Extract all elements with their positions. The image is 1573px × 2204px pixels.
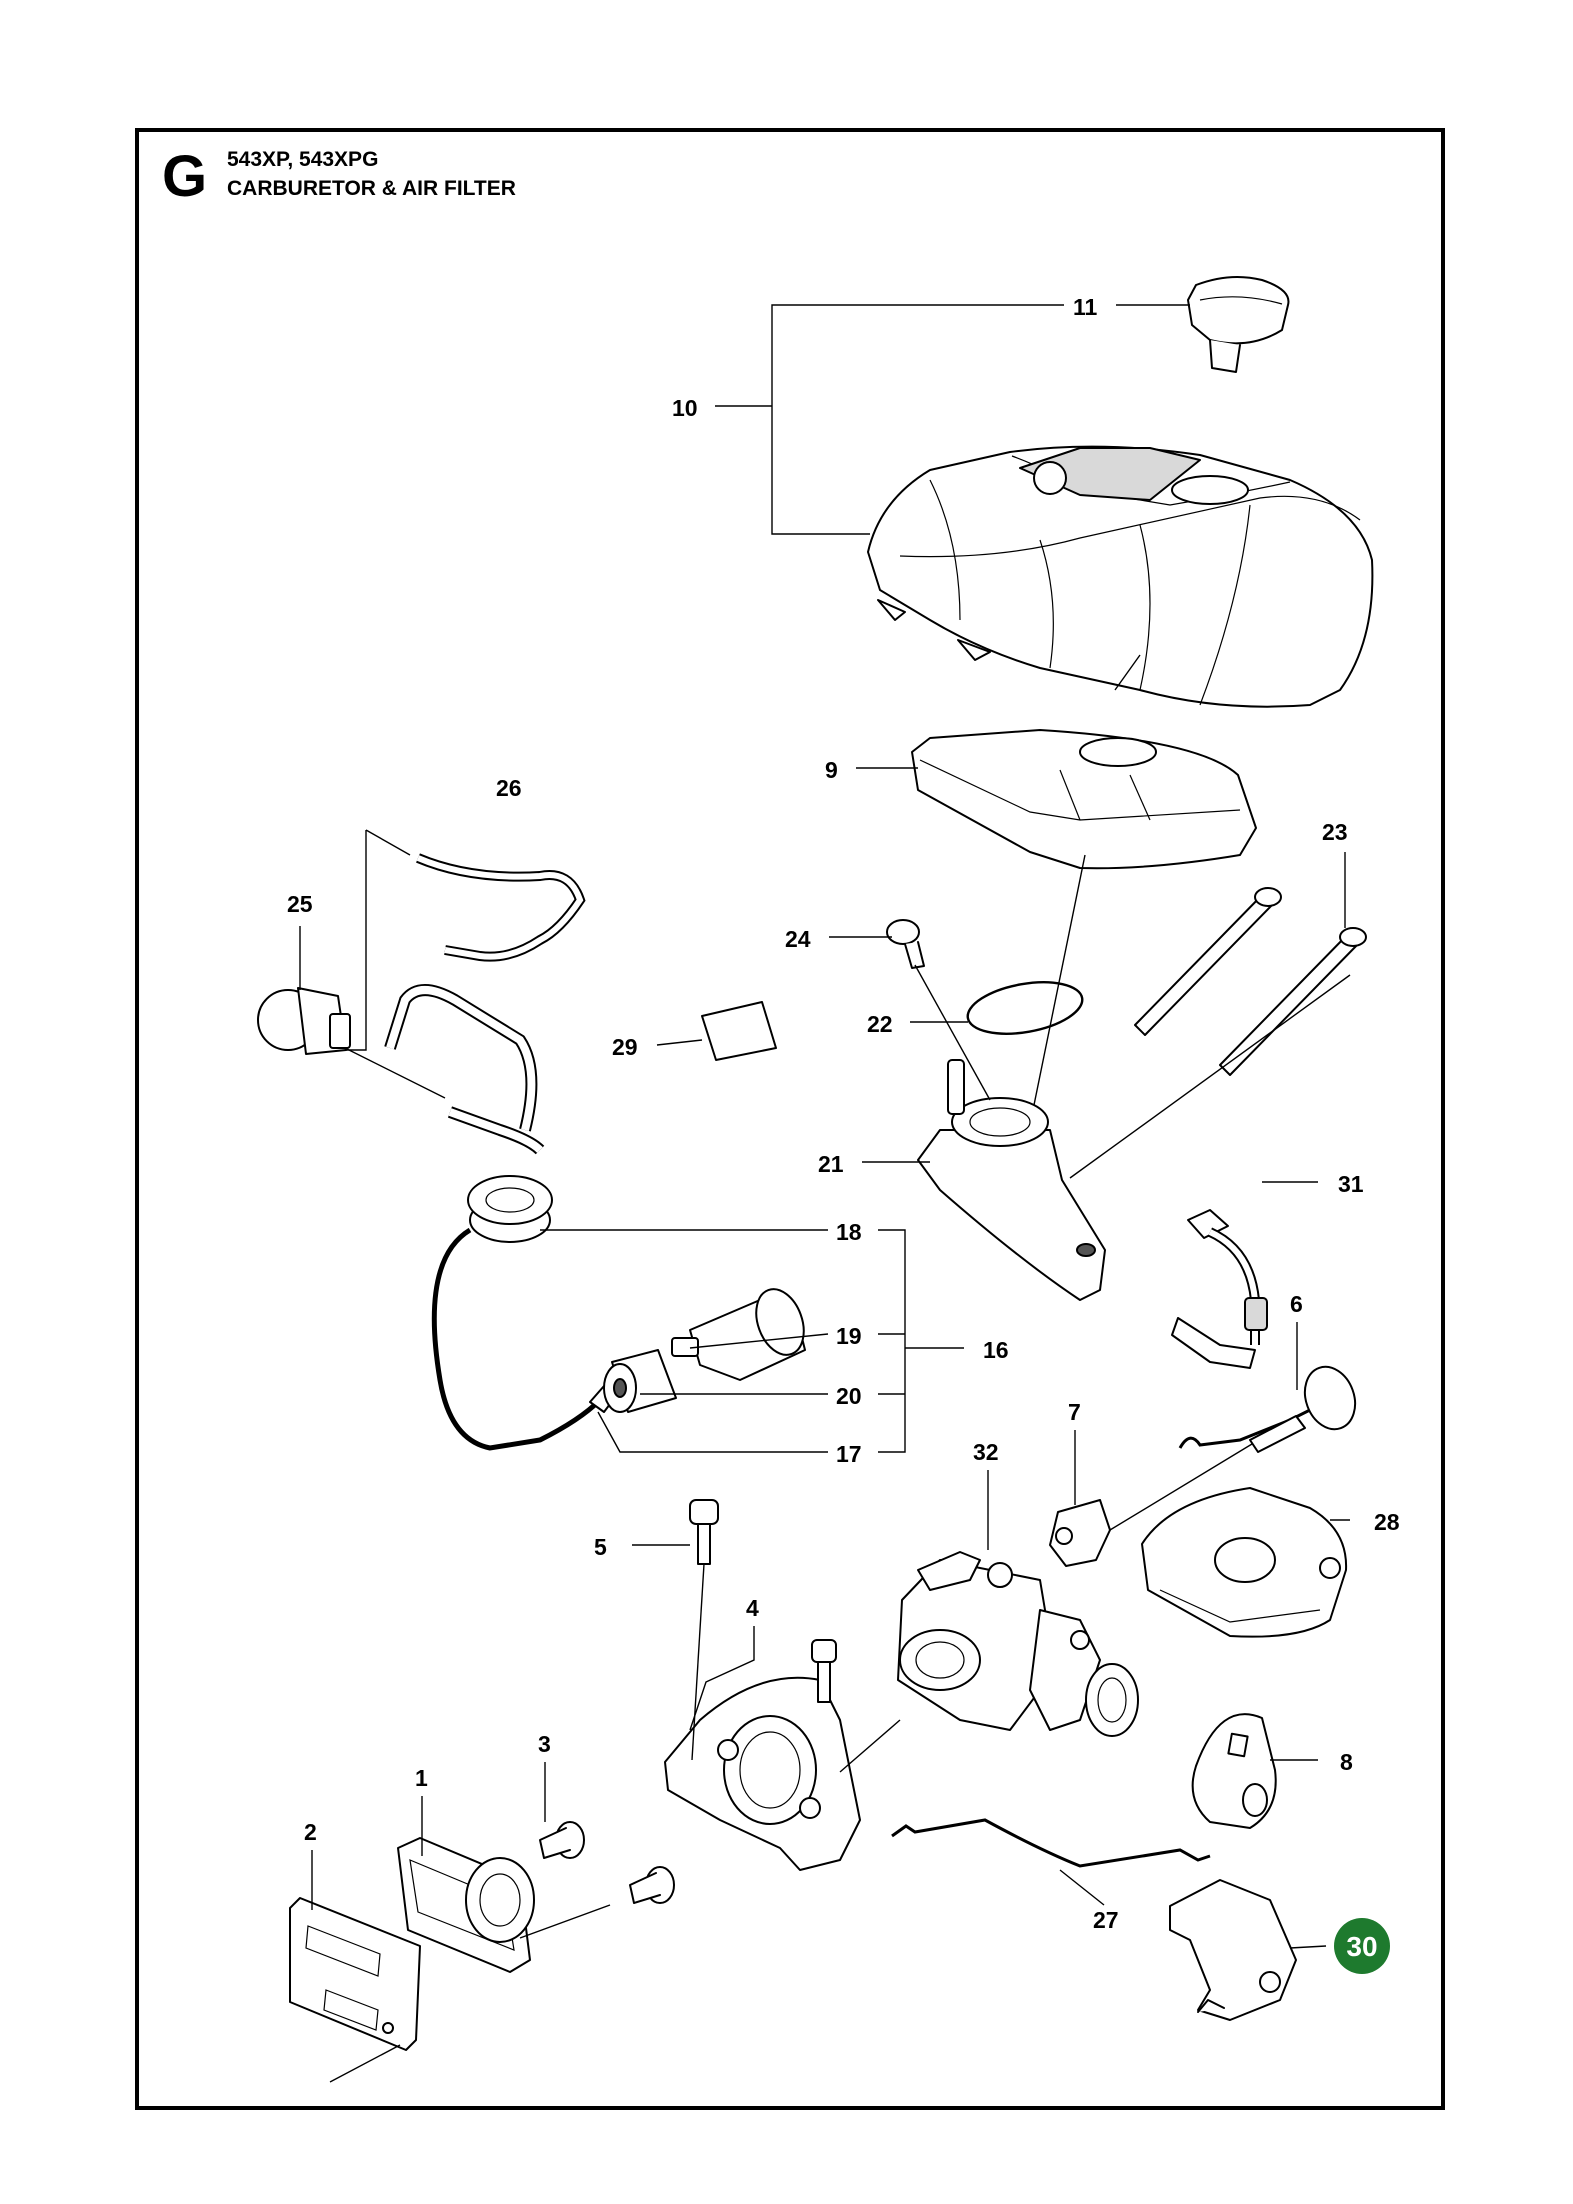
callout-29: 29 <box>612 1034 638 1060</box>
part-7-hole <box>1055 1527 1073 1545</box>
callout-8: 8 <box>1340 1749 1353 1775</box>
part-18-grommet <box>467 1175 553 1243</box>
callout-16: 16 <box>983 1337 1009 1363</box>
section-letter: G <box>162 144 208 209</box>
part-27-linkage-rod <box>891 1818 1211 1868</box>
diagram-frame <box>135 128 1445 2110</box>
callout-19: 19 <box>836 1323 862 1349</box>
part-25-primer <box>257 987 351 1055</box>
page-number: 30 <box>1346 1931 1377 1962</box>
part-3-bolt-b <box>629 1866 675 1904</box>
part-32-carburetor <box>897 1551 1139 1737</box>
part-21-intake-adapter <box>917 1059 1106 1301</box>
part-31-choke-rod <box>1171 1209 1268 1369</box>
model-list: 543XP, 543XPG <box>227 148 379 171</box>
part-24-screw <box>886 919 925 969</box>
callout-31: 31 <box>1338 1171 1364 1197</box>
callout-32: 32 <box>973 1439 999 1465</box>
part-22-o-ring <box>966 981 1084 1035</box>
callout-5: 5 <box>594 1534 607 1560</box>
page-number-badge: 30 <box>1334 1918 1390 1974</box>
callout-26: 26 <box>496 775 522 801</box>
callout-11: 11 <box>1073 294 1098 320</box>
callout-22: 22 <box>867 1011 893 1037</box>
callout-17: 17 <box>836 1441 862 1467</box>
part-3-bolt <box>539 1821 585 1859</box>
callout-24: 24 <box>785 926 811 952</box>
fuel-hose-inner <box>386 986 536 1131</box>
part-1-intake-manifold <box>397 1837 535 1973</box>
callout-20: 20 <box>836 1383 862 1409</box>
callout-7: 7 <box>1068 1399 1081 1425</box>
part-26-hose-core <box>416 855 584 960</box>
leader-lines <box>299 304 1351 2083</box>
part-9-air-filter <box>911 729 1257 870</box>
part-29-gasket <box>701 1001 777 1061</box>
fuel-hose-outer <box>384 984 538 1132</box>
part-30-cover <box>1169 1879 1297 2021</box>
callout-3: 3 <box>538 1731 551 1757</box>
part-4-insulator <box>664 1639 861 1871</box>
callout-27: 27 <box>1093 1907 1119 1933</box>
part-5-screw <box>689 1499 719 1565</box>
callout-21: 21 <box>818 1151 844 1177</box>
part-8-cap <box>1191 1713 1277 1829</box>
callout-25: 25 <box>287 891 313 917</box>
part-7-knob <box>1049 1499 1111 1567</box>
callout-23: 23 <box>1322 819 1348 845</box>
callout-4: 4 <box>746 1595 759 1621</box>
part-6-choke-lever <box>1178 1365 1357 1453</box>
part-10-filter-cover <box>867 445 1374 708</box>
callout-28: 28 <box>1374 1509 1400 1535</box>
callout-10: 10 <box>672 395 698 421</box>
part-19-fuel-filter <box>671 1288 806 1381</box>
part-11-cap <box>1187 276 1290 373</box>
callout-2: 2 <box>304 1819 317 1845</box>
diagram-title: CARBURETOR & AIR FILTER <box>227 177 516 200</box>
part-20-fuel-weight <box>603 1349 677 1413</box>
callout-1: 1 <box>415 1765 428 1791</box>
callout-6: 6 <box>1290 1291 1303 1317</box>
part-28-carb-cover <box>1141 1487 1348 1638</box>
return-hose-inner <box>448 1108 543 1153</box>
callout-9: 9 <box>825 757 838 783</box>
part-2-gasket <box>289 1897 421 2051</box>
part-23-bolts <box>1134 887 1367 1076</box>
part-17-fuel-line <box>431 1227 602 1451</box>
callout-18: 18 <box>836 1219 862 1245</box>
